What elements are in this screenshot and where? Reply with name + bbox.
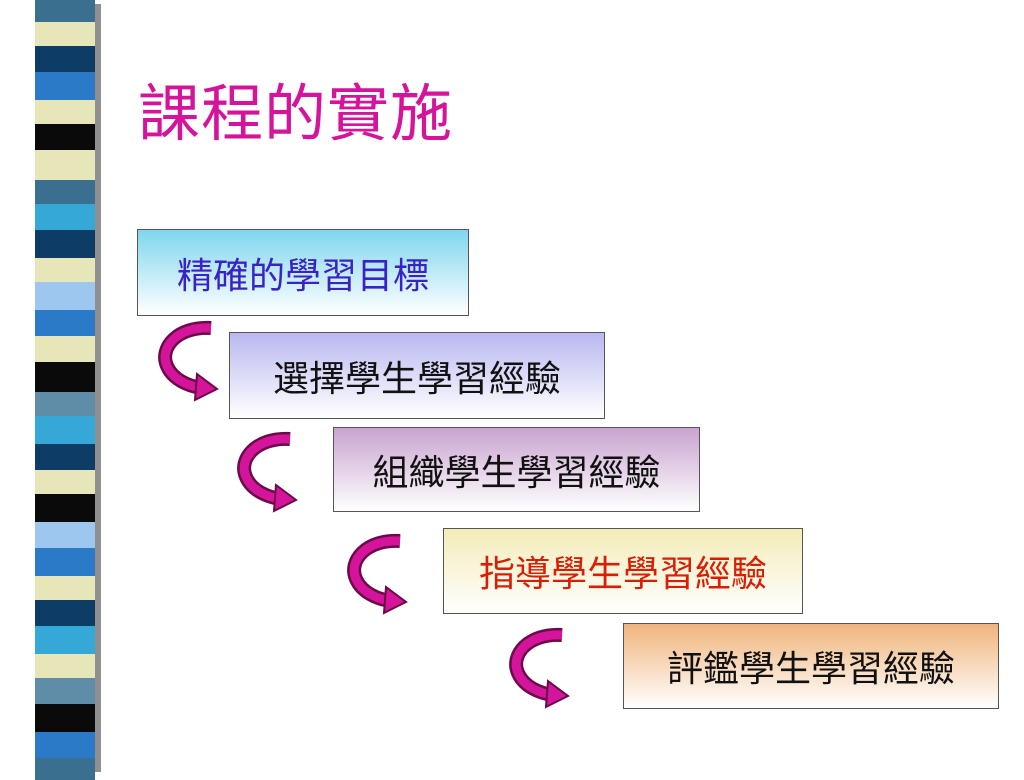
- stripe-segment: [35, 548, 95, 576]
- stripe-segment: [35, 150, 95, 180]
- step-label: 組織學生學習經驗: [372, 452, 661, 494]
- stripe-segment: [35, 626, 95, 654]
- step-box-evaluate-experiences: 評鑑學生學習經驗: [623, 623, 999, 709]
- stripe-segment: [35, 0, 95, 22]
- stripe-segment: [35, 576, 95, 600]
- stripe-segment: [35, 310, 95, 336]
- stripe-segment: [35, 444, 95, 470]
- stripe-segment: [35, 522, 95, 548]
- stripe-segment: [35, 392, 95, 416]
- step-box-select-experiences: 選擇學生學習經驗: [229, 332, 605, 419]
- stripe-segment: [35, 732, 95, 758]
- step-label: 選擇學生學習經驗: [272, 358, 561, 400]
- stripe-segment: [35, 758, 95, 780]
- stripe-segment: [35, 704, 95, 732]
- stripe-segment: [35, 362, 95, 392]
- stripe-segment: [35, 282, 95, 310]
- step-box-learning-objectives: 精確的學習目標: [137, 229, 469, 316]
- stripe-segment: [35, 230, 95, 258]
- slide-title: 課程的實施: [138, 77, 454, 150]
- decorative-stripe-bar: [35, 0, 95, 780]
- stripe-segment: [35, 72, 95, 100]
- curved-arrow-icon: [347, 533, 408, 615]
- stripe-segment: [35, 678, 95, 704]
- step-label: 評鑑學生學習經驗: [666, 649, 955, 690]
- stripe-segment: [35, 204, 95, 230]
- stripe-segment: [35, 46, 95, 72]
- step-box-organize-experiences: 組織學生學習經驗: [333, 427, 700, 512]
- step-label: 精確的學習目標: [176, 255, 429, 297]
- stripe-segment: [35, 470, 95, 494]
- step-label: 指導學生學習經驗: [478, 554, 767, 595]
- stripe-segment: [35, 22, 95, 46]
- stripe-segment: [35, 494, 95, 522]
- stripe-segment: [35, 336, 95, 362]
- curved-arrow-icon: [509, 627, 570, 709]
- stripe-segment: [35, 654, 95, 678]
- stripe-segment: [35, 100, 95, 124]
- stripe-segment: [35, 124, 95, 150]
- stripe-segment: [35, 416, 95, 444]
- curved-arrow-icon: [237, 431, 298, 513]
- stripe-segment: [35, 180, 95, 204]
- stripe-segment: [35, 258, 95, 282]
- stripe-segment: [35, 600, 95, 626]
- step-box-guide-experiences: 指導學生學習經驗: [443, 528, 803, 614]
- curved-arrow-icon: [158, 320, 219, 402]
